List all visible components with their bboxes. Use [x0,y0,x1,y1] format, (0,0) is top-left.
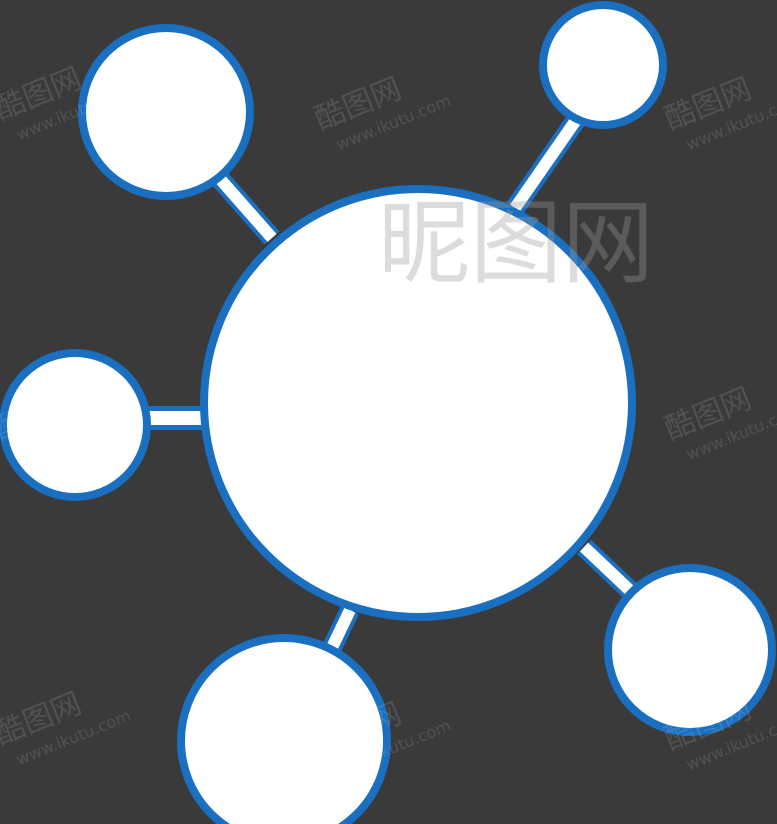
satellite-node-top-right [539,1,667,129]
connector-top-right [506,104,592,214]
center-node [200,185,636,621]
watermark-6: 酷图网 www.ikutu.com [660,381,777,464]
satellite-node-top-left [78,24,254,200]
watermark-3: 酷图网 www.ikutu.com [660,71,777,154]
satellite-node-bottom-left [177,634,391,824]
watermark-1: 酷图网 www.ikutu.com [310,71,454,154]
watermark-large: 昵图网 [378,190,654,297]
watermark-8: 酷图网 www.ikutu.com [0,686,134,769]
satellite-node-bottom-right [604,564,776,736]
satellite-node-left [0,349,151,501]
connector-top-left [206,165,280,245]
